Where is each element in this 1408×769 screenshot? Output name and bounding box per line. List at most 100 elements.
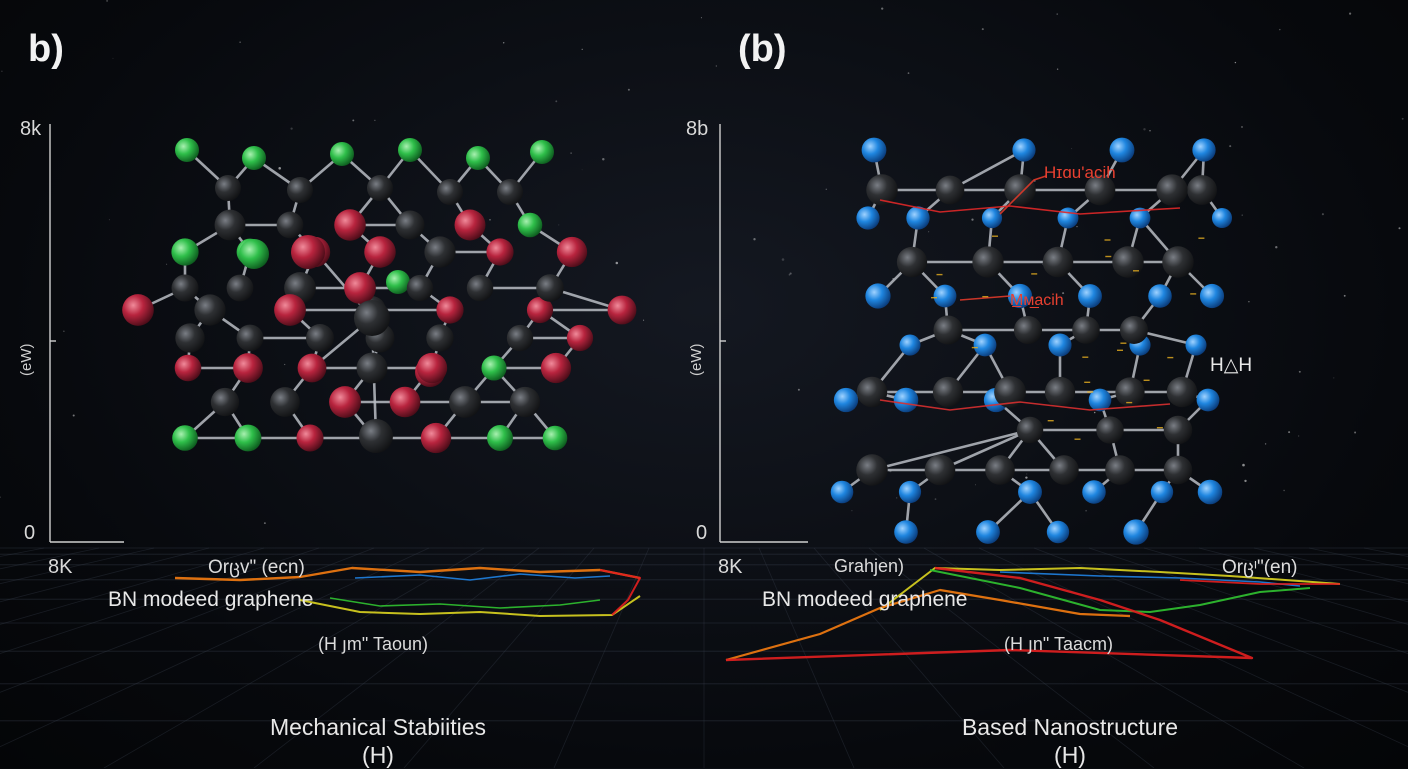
hydrogen-atom xyxy=(833,387,859,413)
carbon-atom xyxy=(424,236,456,268)
carbon-atom xyxy=(426,324,454,352)
hydrogen-atom xyxy=(973,333,997,357)
carbon-atom xyxy=(935,175,965,205)
star xyxy=(971,218,974,221)
hydrogen-atom xyxy=(976,520,1000,544)
floor-line xyxy=(1088,547,1408,654)
hydrogen-atom xyxy=(906,206,930,230)
y-zero-right: 0 xyxy=(696,522,708,544)
hydrogen-atom xyxy=(856,206,880,230)
star xyxy=(581,48,583,50)
nitrogen-atom xyxy=(517,212,543,238)
star xyxy=(1056,68,1059,70)
hydrogen-atom xyxy=(1012,138,1036,162)
hydrogen-atom xyxy=(981,207,1003,229)
nitrogen-atom xyxy=(466,146,490,170)
annotation-stroke xyxy=(879,399,1171,411)
trace-left-red xyxy=(599,569,641,616)
carbon-atom xyxy=(1013,315,1043,345)
boron-atom xyxy=(436,296,464,324)
carbon-atom xyxy=(367,175,393,201)
nitrogen-atom xyxy=(481,355,507,381)
nitrogen-atom xyxy=(239,239,269,269)
nitrogen-atom xyxy=(330,142,354,166)
floor-line xyxy=(813,547,1005,768)
star xyxy=(284,363,286,366)
star xyxy=(1264,443,1267,445)
star xyxy=(570,152,572,154)
carbon-atom xyxy=(449,386,481,418)
star xyxy=(263,522,266,525)
carbon-atom xyxy=(497,179,523,205)
floor-line xyxy=(0,547,100,570)
trace-right-red-tail xyxy=(1179,579,1340,585)
star xyxy=(1062,292,1065,295)
carbon-atom xyxy=(1072,316,1100,344)
star xyxy=(981,28,984,31)
floor-line xyxy=(0,547,265,625)
boron-atom xyxy=(122,294,154,326)
star xyxy=(581,169,583,171)
boron-atom xyxy=(556,236,588,268)
boron-atom xyxy=(486,238,514,266)
y-zero-left: 0 xyxy=(24,522,36,544)
carbon-atom xyxy=(236,324,264,352)
star xyxy=(1333,377,1335,379)
star xyxy=(1085,509,1087,512)
floor-line xyxy=(1198,547,1408,603)
star xyxy=(502,42,505,44)
boron-atom xyxy=(364,236,396,268)
nitrogen-atom xyxy=(487,425,513,451)
hydrogen-atom xyxy=(893,387,919,413)
material-label-right: BN modeed graphene xyxy=(762,588,968,611)
bond xyxy=(871,428,1031,472)
nitrogen-atom xyxy=(175,138,199,162)
star xyxy=(934,498,937,500)
star xyxy=(1229,145,1232,148)
star xyxy=(352,119,355,122)
hydrogen-atom xyxy=(1129,207,1151,229)
star xyxy=(1298,435,1300,437)
boron-atom xyxy=(389,386,421,418)
x-tick-left: 8K xyxy=(48,556,73,578)
annotation-stroke xyxy=(879,199,1181,215)
trace-label-left: Orცv" (ecn) xyxy=(208,557,305,578)
carbon-atom xyxy=(1166,376,1198,408)
star xyxy=(881,7,884,10)
carbon-atom xyxy=(276,211,304,239)
carbon-atom xyxy=(287,177,313,203)
annotation-marks xyxy=(879,175,1205,440)
boron-atom xyxy=(274,294,306,326)
axes xyxy=(49,124,808,543)
carbon-atom xyxy=(1044,376,1076,408)
material-label-left: BN modeed graphene xyxy=(108,588,314,611)
star xyxy=(907,72,910,74)
floor-line xyxy=(403,547,595,768)
hydrogen-atom xyxy=(894,520,918,544)
carbon-atom xyxy=(194,294,226,326)
boron-atom xyxy=(174,354,202,382)
floor-line xyxy=(1033,547,1408,693)
nitrogen-atom xyxy=(234,424,262,452)
boron-atom xyxy=(420,422,452,454)
boron-atom xyxy=(344,272,376,304)
carbon-atom xyxy=(214,209,246,241)
carbon-atom xyxy=(933,315,963,345)
carbon-atom xyxy=(354,300,390,336)
annotation-top: Hɪɑu'acih xyxy=(1044,163,1116,182)
carbon-atom xyxy=(856,376,888,408)
carbon-atom xyxy=(171,274,199,302)
carbon-atom xyxy=(437,179,463,205)
x-tick-right: 8K xyxy=(718,556,743,578)
star xyxy=(788,274,791,276)
y-axis-title-right: (eW) xyxy=(688,343,705,377)
boron-atom xyxy=(540,352,572,384)
trace-right-mid xyxy=(929,569,1311,613)
carbon-atom xyxy=(506,324,534,352)
floor-line xyxy=(923,547,1305,768)
star xyxy=(374,119,376,121)
star xyxy=(1354,431,1357,434)
caption-left-line1: Mechanical Stabiities xyxy=(269,714,487,740)
star xyxy=(896,497,898,499)
